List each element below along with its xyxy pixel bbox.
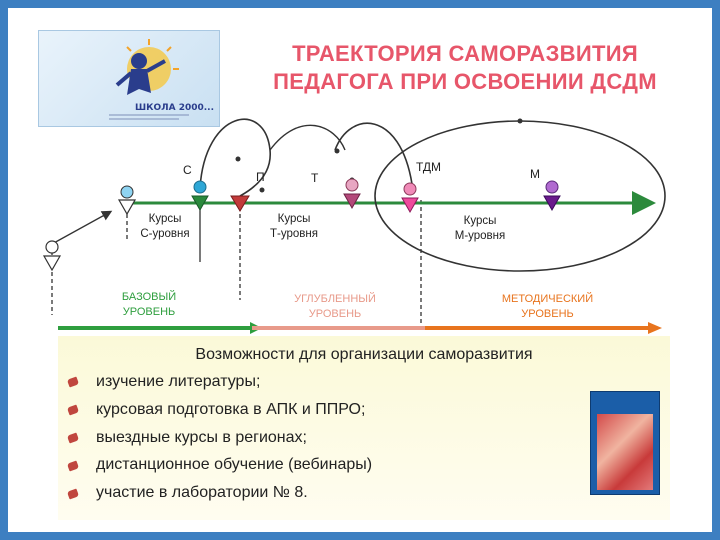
flower-bullet-icon — [66, 460, 80, 472]
stage-label-m: М — [530, 167, 540, 181]
person-icon — [343, 178, 361, 210]
list-item: курсовая подготовка в АПК и ППРО; — [96, 401, 366, 418]
method-level-line-1: МЕТОДИЧЕСКИЙ — [501, 293, 594, 305]
base-level-label: БАЗОВЫЙ УРОВЕНЬ — [108, 290, 190, 320]
arc-dot-5 — [517, 118, 523, 124]
title-line-1: ТРАЕКТОРИЯ САМОРАЗВИТИЯ — [292, 41, 638, 66]
course-m-level: Курсы М-уровня — [440, 214, 520, 244]
person-icon — [230, 195, 250, 212]
opportunities-panel: Возможности для организации саморазвития… — [58, 336, 670, 520]
stage-label-t: Т — [311, 171, 319, 185]
course-m-line-2: М-уровня — [454, 230, 506, 242]
logo-graphic-icon — [109, 39, 189, 120]
course-t-line-2: Т-уровня — [270, 228, 318, 240]
list-item: выездные курсы в регионах; — [96, 429, 307, 446]
list-item: дистанционное обучение (вебинары) — [96, 456, 373, 473]
person-icon — [42, 240, 62, 272]
flower-bullet-icon — [66, 376, 80, 388]
book-cover-image — [597, 414, 653, 490]
flower-bullet-icon — [66, 404, 80, 416]
person-icon — [543, 180, 561, 212]
course-t-line-1: Курсы — [277, 213, 311, 225]
flower-bullet-icon — [66, 488, 80, 500]
method-level-arrowhead — [648, 322, 662, 334]
course-t-level: Курсы Т-уровня — [254, 212, 334, 242]
course-c-line-1: Курсы — [148, 213, 182, 225]
arc-t-tdm — [334, 122, 413, 185]
base-level-line-1: БАЗОВЫЙ — [121, 291, 177, 303]
deep-level-line-1: УГЛУБЛЕННЫЙ — [294, 293, 376, 305]
arc-dot-1 — [235, 156, 241, 162]
stage-label-tdm: ТДМ — [416, 160, 442, 174]
course-c-level: Курсы С-уровня — [130, 212, 200, 242]
arc-dot-2 — [259, 187, 265, 193]
course-m-line-1: Курсы — [463, 215, 497, 227]
arc-c-p — [199, 118, 271, 197]
course-c-line-2: С-уровня — [140, 228, 190, 240]
stage-label-p: П — [256, 170, 265, 184]
ellipse-tdm-m — [374, 120, 666, 272]
book-cover-icon — [590, 391, 660, 495]
trajectory-diagram — [42, 118, 666, 334]
panel-title: Возможности для организации саморазвития — [195, 346, 533, 363]
deep-level-line-2: УРОВЕНЬ — [308, 308, 362, 320]
base-level-line-2: УРОВЕНЬ — [122, 306, 176, 318]
stage-label-c: С — [183, 163, 192, 177]
stair-arrow-1 — [51, 210, 113, 245]
method-level-line-2: УРОВЕНЬ — [521, 308, 574, 320]
slide-title: ТРАЕКТОРИЯ САМОРАЗВИТИЯ ПЕДАГОГА ПРИ ОСВ… — [225, 40, 705, 96]
list-item: изучение литературы; — [96, 373, 261, 390]
person-icon — [401, 182, 419, 214]
arc-dot-3 — [334, 148, 340, 154]
flower-bullet-icon — [66, 432, 80, 444]
person-icon — [117, 185, 137, 216]
method-level-label: МЕТОДИЧЕСКИЙ УРОВЕНЬ — [485, 292, 610, 322]
deep-level-label: УГЛУБЛЕННЫЙ УРОВЕНЬ — [280, 292, 390, 322]
person-icon — [191, 180, 209, 212]
list-item: участие в лаборатории № 8. — [96, 484, 308, 501]
arc-p-t — [269, 124, 346, 151]
logo-text: ШКОЛА 2000... — [135, 103, 215, 113]
school-2000-logo: ШКОЛА 2000... — [38, 30, 220, 127]
title-line-2: ПЕДАГОГА ПРИ ОСВОЕНИИ ДСДМ — [273, 69, 657, 94]
